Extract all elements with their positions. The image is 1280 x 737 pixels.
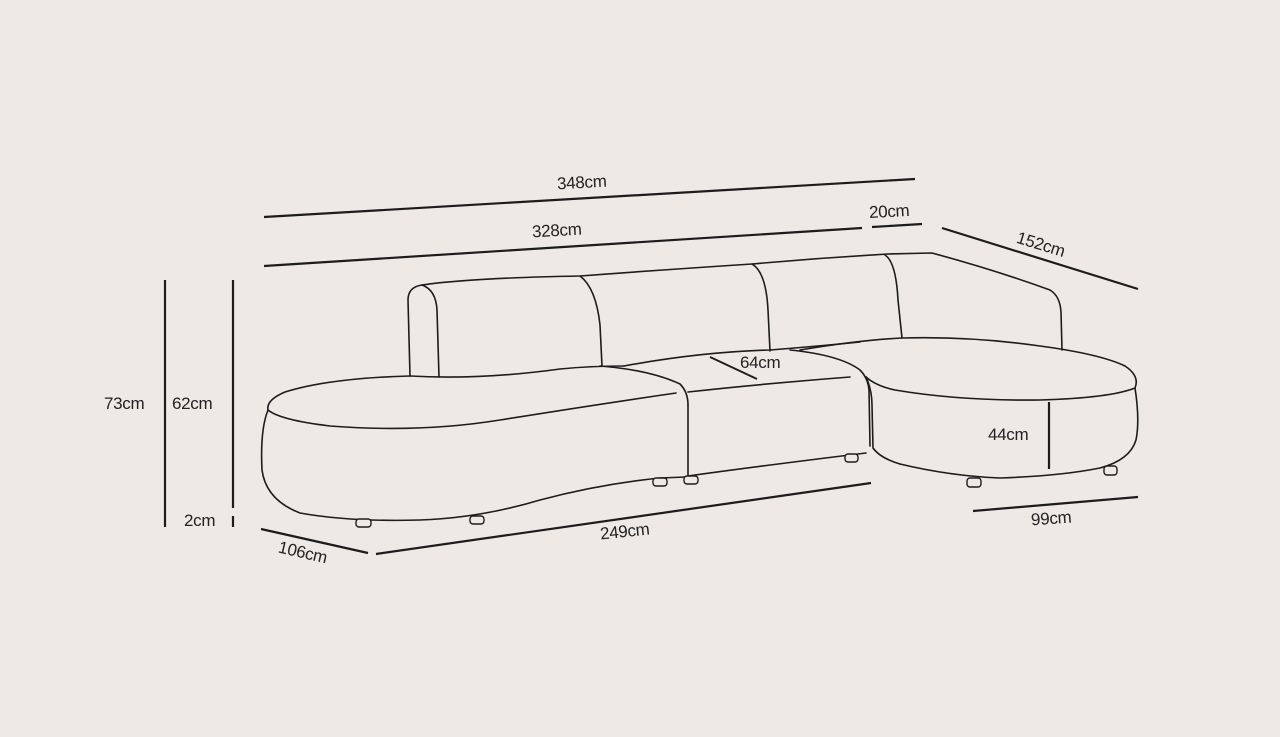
foot [844,453,859,463]
right-chaise-inner-side [865,376,901,465]
foot [1103,465,1118,476]
label-body-width: 328cm [531,219,583,242]
left-backrest-inner-curve [421,284,440,378]
label-seat-height: 44cm [988,425,1029,444]
dim-line-total-width [263,177,916,219]
label-backrest-height: 62cm [172,394,213,413]
dim-line-left-depth [260,527,369,555]
label-leg-height: 2cm [184,511,216,530]
seat-back-line [409,365,625,378]
right-chaise-front [899,387,1139,479]
backrest-seam-1 [579,275,603,367]
dim-line-chaise-width [972,495,1139,513]
middle-seat-bottom [687,452,867,477]
dim-line-seat-depth [709,356,758,380]
foot [469,515,485,525]
left-chaise-seat-top [267,375,677,430]
label-total-height: 73cm [104,394,145,413]
left-backrest-end [407,284,423,377]
left-chaise-seat-right-edge [599,365,689,406]
label-total-width: 348cm [556,171,608,194]
dimension-lines [163,177,1139,556]
label-armrest-width: 20cm [868,200,910,223]
sofa-outline [260,252,1139,522]
dim-line-chaise-depth [941,226,1139,291]
foot [683,475,699,485]
label-chaise-width: 99cm [1030,507,1072,530]
middle-seat-back-edge [789,349,871,447]
right-chaise-seat-top [799,336,1138,401]
foot [355,518,372,528]
foot [966,477,982,488]
dim-line-armrest-width [871,222,923,229]
dim-line-body-width [263,226,863,268]
left-chaise-front [260,409,687,522]
backrest-seam-3 [884,254,903,339]
dim-line-front-length [375,481,872,556]
label-seat-depth: 64cm [740,353,781,372]
middle-seat-top-front [687,376,851,393]
backrest-seam-2 [751,263,771,352]
foot [652,477,668,487]
backrest-top-edge [421,252,1063,351]
sofa-feet [355,453,1118,528]
